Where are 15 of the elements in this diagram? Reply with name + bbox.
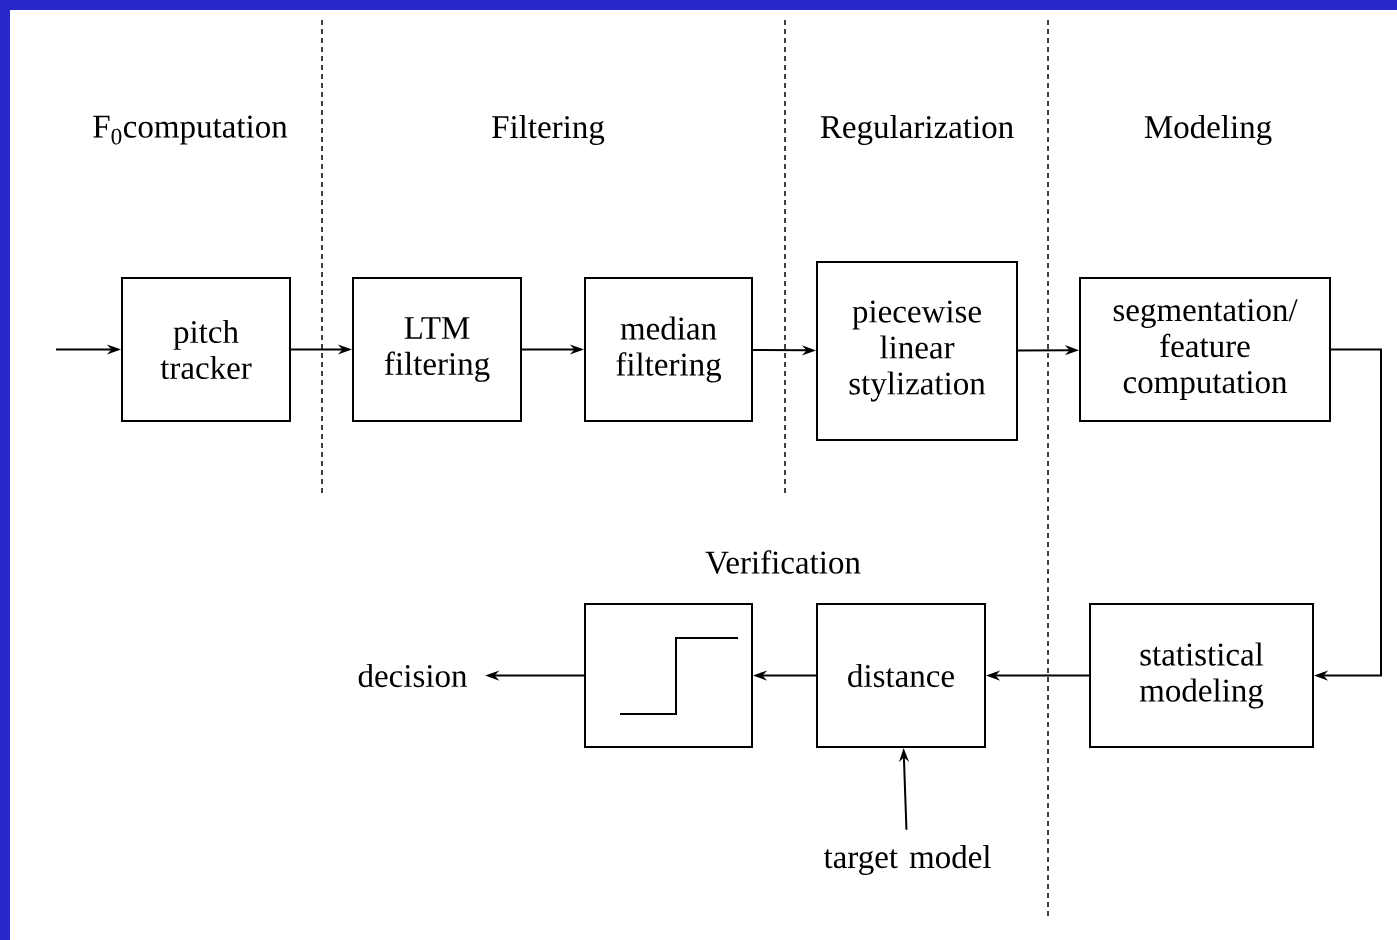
- process-box: piecewise linear stylization: [816, 261, 1018, 441]
- process-box: segmentation/ feature computation: [1079, 277, 1331, 422]
- section-heading: F$_{0}$computation: [93, 115, 288, 145]
- io-label: decision: [358, 663, 467, 688]
- step-box: [584, 603, 753, 748]
- section-heading: Filtering: [492, 115, 605, 145]
- process-box: distance: [816, 603, 986, 748]
- process-box: pitch tracker: [121, 277, 291, 422]
- section-heading: Modeling: [1144, 115, 1272, 145]
- io-label: target model: [823, 845, 991, 875]
- process-box: LTM filtering: [352, 277, 522, 422]
- section-heading: Regularization: [820, 115, 1014, 145]
- process-box: statistical modeling: [1089, 603, 1314, 748]
- section-heading: Verification: [705, 550, 861, 574]
- process-box: median filtering: [584, 277, 753, 422]
